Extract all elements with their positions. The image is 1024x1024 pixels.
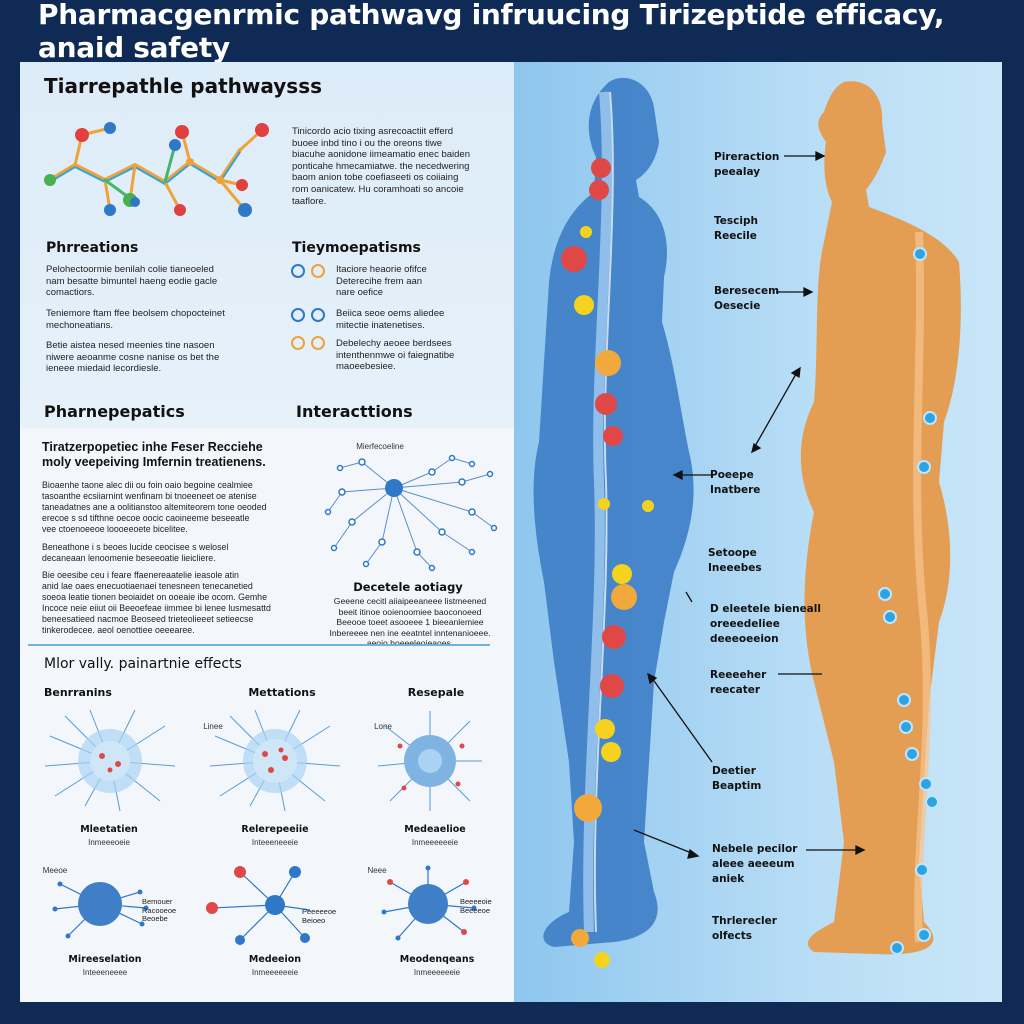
effect-caption: Mleetatien bbox=[80, 824, 138, 835]
effects-heading: Mlor vally. painartnie effects bbox=[44, 656, 242, 672]
effect-tag: Linee bbox=[203, 722, 223, 731]
effect-caption: Medeaelioe bbox=[404, 824, 466, 835]
allele-dot-icon bbox=[291, 264, 305, 278]
effect-subcaption: Inteeeneeeie bbox=[251, 838, 299, 847]
allele-dot-icon bbox=[291, 308, 305, 322]
cell-effect-diagram-2 bbox=[209, 709, 341, 812]
interaction-network-diagram bbox=[324, 454, 498, 572]
allele-dot-icon bbox=[311, 336, 325, 350]
polymorphism-item-2: Beiica seoe oems aliedee mitectie inaten… bbox=[336, 308, 445, 331]
body-figures bbox=[533, 77, 961, 968]
effect-tag: Lone bbox=[374, 722, 392, 731]
section-divider bbox=[28, 644, 490, 646]
phrreations-heading: Phrreations bbox=[46, 240, 139, 256]
pharmacokinetics-text-2: Beneathone i s beoes lucide ceocisee s w… bbox=[42, 542, 229, 563]
effect-caption: Mireeselation bbox=[68, 954, 142, 965]
body-label: D eleetele bieneall oreeedeliee deeeoeei… bbox=[710, 603, 821, 645]
pathways-panel bbox=[20, 62, 514, 428]
effect-subcaption: Inteeeneeee bbox=[82, 968, 128, 977]
effect-tag: Meeoe bbox=[42, 866, 68, 875]
effect-caption: Meodenqeans bbox=[399, 954, 475, 965]
pharmacokinetics-text-1: Bioaenhe taone alec dii ou foin oaio beg… bbox=[42, 480, 267, 534]
effect-column-title: Benrranins bbox=[44, 686, 112, 699]
effect-column-title: Mettations bbox=[248, 686, 316, 699]
phrreations-text-2: Teniemore ftam ffee beolsem chopocteinet… bbox=[46, 308, 225, 331]
phrreations-text-3: Betie aistea nesed meenies tine nasoen n… bbox=[46, 340, 220, 375]
effect-tag: Neee bbox=[367, 866, 387, 875]
effect-caption: Relerepeeiie bbox=[241, 824, 309, 835]
interactions-caption-title: Decetele aotiagy bbox=[353, 580, 463, 594]
pharmacokinetics-heading: Pharnepepatics bbox=[44, 402, 185, 421]
effect-subcaption: Inmeeeoeie bbox=[88, 838, 130, 847]
body-label: Poeepe Inatbere bbox=[710, 469, 761, 496]
body-label: Tesciph Reecile bbox=[714, 215, 758, 242]
receptor-diagram-2 bbox=[206, 866, 311, 945]
allele-dot-icon bbox=[311, 264, 325, 278]
effect-subcaption: Inmeeeeeeie bbox=[413, 968, 461, 977]
interactions-heading: Interacttions bbox=[296, 402, 413, 421]
polymorphisms-heading: Tieymoepatisms bbox=[292, 240, 421, 256]
allele-dot-icon bbox=[291, 336, 305, 350]
receptor-side-label: Beeeeoie Beeeeoe bbox=[460, 897, 492, 915]
body-label: Thrlerecler olfects bbox=[712, 915, 777, 942]
pharmacokinetics-text-3: Bie oeesibe ceu i feare ffaenereaatelie … bbox=[42, 570, 271, 635]
cell-effect-diagram-1 bbox=[44, 709, 176, 812]
polymorphism-item-3: Debelechy aeoee berdsees intenthenmwe oi… bbox=[336, 338, 455, 373]
blue-body-figure bbox=[533, 77, 694, 948]
molecule-diagram bbox=[44, 122, 269, 217]
pharmacokinetics-subheading: Tiratzerpopetiec inhe Feser Recciehe mol… bbox=[42, 440, 266, 469]
body-label: Beresecem Oesecie bbox=[714, 285, 780, 312]
cell-effect-diagram-3 bbox=[377, 711, 482, 811]
body-label: Deetier Beaptim bbox=[712, 765, 762, 792]
network-node-label: Mierfecoeline bbox=[356, 442, 404, 451]
pathways-heading: Tiarrepathle pathwaysss bbox=[44, 74, 322, 98]
effect-caption: Medeeion bbox=[248, 954, 302, 965]
effect-subcaption: Inmeeeeeeie bbox=[411, 838, 459, 847]
page-title: Pharmacgenrmic pathwavg infruucing Tiriz… bbox=[38, 0, 945, 64]
body-label: Setoope Ineeebes bbox=[708, 547, 762, 574]
orange-body-figure bbox=[800, 81, 961, 955]
receptor-side-label: Bemouer Racooeoe Beoebe bbox=[142, 897, 177, 924]
body-label: Pireraction peealay bbox=[714, 151, 780, 178]
phrreations-text-1: Pelohectoormie benilah colie tianeoeled … bbox=[46, 264, 218, 299]
allele-dot-icon bbox=[311, 308, 325, 322]
body-label: Nebele pecilor aleee aeeeum aniek bbox=[712, 843, 798, 885]
body-label: Reeeeher reecater bbox=[710, 669, 767, 696]
interactions-caption: Geeene cecitl aiiaipeeaneee listmeened b… bbox=[329, 596, 491, 648]
receptor-diagram-3 bbox=[381, 865, 477, 941]
receptor-side-label: Peeeeeoe Beioeo bbox=[302, 907, 337, 925]
polymorphism-item-1: Itaciore heaorie ofifce Deterecihe frem … bbox=[336, 264, 427, 299]
effect-subcaption: Inmeeeeeeie bbox=[251, 968, 299, 977]
pathways-paragraph: Tinicordo acio tixing asrecoactiit effer… bbox=[292, 126, 470, 207]
effect-column-title: Resepale bbox=[407, 686, 465, 699]
receptor-diagram-1 bbox=[52, 881, 149, 939]
